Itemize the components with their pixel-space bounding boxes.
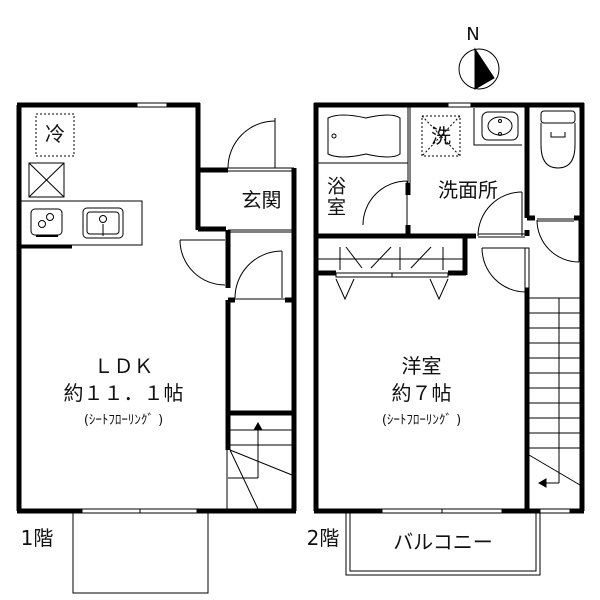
western-room-name: 洋室: [401, 354, 442, 378]
fridge-label: 冷: [45, 122, 65, 146]
ldk-name: ＬＤＫ: [93, 354, 154, 378]
balcony-label: バルコニー: [393, 530, 493, 554]
floor2-label: 2階: [306, 526, 340, 550]
washer-label: 洗: [431, 124, 451, 148]
bathroom-label: 浴室: [324, 176, 346, 218]
ldk-size: 約１１．１帖: [63, 381, 184, 405]
floor1-label: 1階: [20, 526, 54, 550]
floor1-walls: [16, 102, 297, 514]
compass-north-label: N: [466, 24, 480, 45]
western-room-flooring: (ｼｰﾄﾌﾛｰﾘﾝｸﾞ ): [381, 413, 462, 428]
washroom-label: 洗面所: [438, 178, 498, 202]
western-room-size: 約７帖: [391, 381, 452, 405]
ldk-flooring: (ｼｰﾄﾌﾛｰﾘﾝｸﾞ ): [83, 413, 164, 428]
floor2-walls: [313, 102, 585, 514]
entrance-label: 玄関: [241, 188, 282, 212]
